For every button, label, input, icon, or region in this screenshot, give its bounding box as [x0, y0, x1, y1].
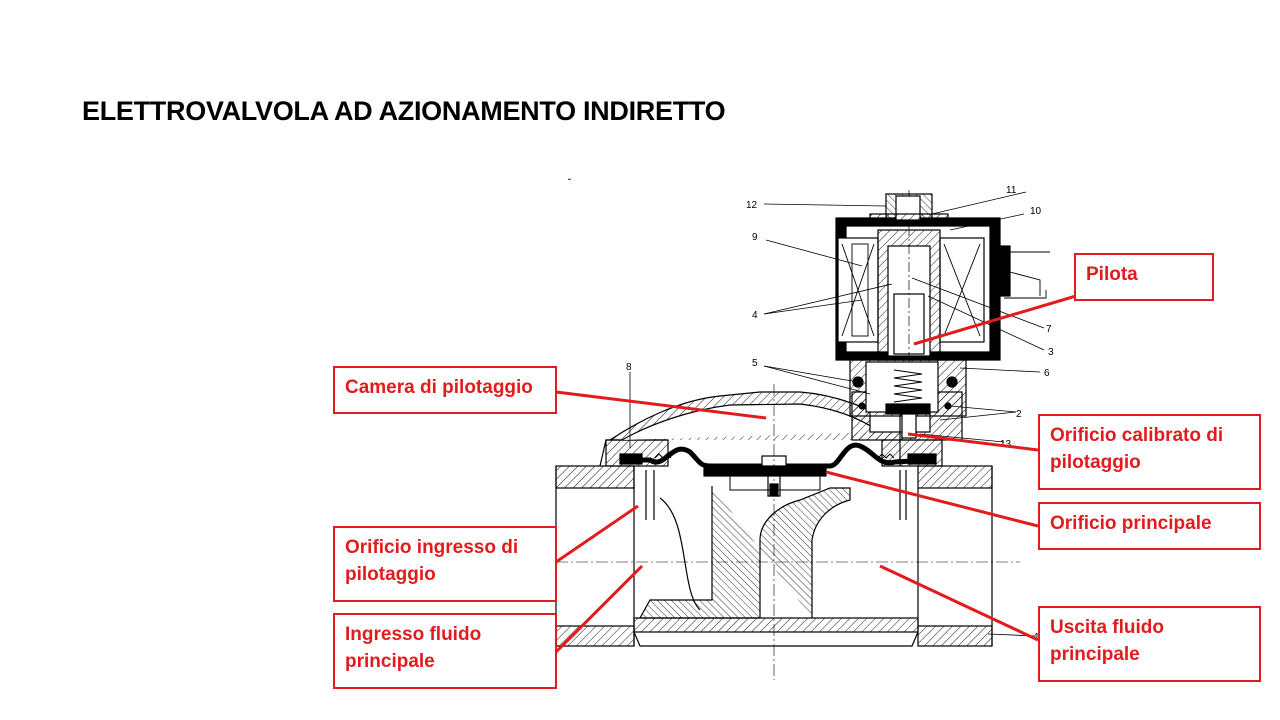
part-number-2: 2	[1016, 409, 1022, 420]
callout-orificio-ingresso-line1: Orificio ingresso di	[345, 537, 519, 558]
callout-ingresso-fluido-line1: Ingresso fluido	[345, 624, 482, 645]
callout-uscita-fluido: Uscita fluido principale	[1038, 606, 1261, 682]
part-number-13: 13	[1000, 439, 1012, 450]
callout-uscita-fluido-line2: principale	[1050, 644, 1140, 665]
callout-orificio-calibrato: Orificio calibrato di pilotaggio	[1038, 414, 1261, 490]
callout-leaders	[554, 294, 1077, 654]
callout-camera-label: Camera di pilotaggio	[345, 377, 533, 398]
part-number-12: 12	[746, 200, 758, 211]
callout-orificio-principale: Orificio principale	[1038, 502, 1261, 550]
callout-orificio-principale-label: Orificio principale	[1050, 513, 1212, 534]
callout-camera-di-pilotaggio: Camera di pilotaggio	[333, 366, 557, 414]
callout-orificio-calibrato-line2: pilotaggio	[1050, 452, 1141, 473]
callout-ingresso-fluido: Ingresso fluido principale	[333, 613, 557, 689]
callout-orificio-ingresso-line2: pilotaggio	[345, 564, 436, 585]
callout-ingresso-fluido-line2: principale	[345, 651, 435, 672]
part-number-9: 9	[752, 232, 758, 243]
callout-pilota: Pilota	[1074, 253, 1214, 301]
part-number-7: 7	[1046, 324, 1052, 335]
part-number-6: 6	[1044, 368, 1050, 379]
part-number-10: 10	[1030, 206, 1042, 217]
part-number-1: 1	[1034, 632, 1040, 643]
part-number-8: 8	[626, 362, 632, 373]
part-number-3: 3	[1048, 347, 1054, 358]
diagram-mark: ˘	[567, 178, 572, 189]
part-number-4: 4	[752, 310, 758, 321]
callout-pilota-label: Pilota	[1086, 264, 1138, 285]
callout-uscita-fluido-line1: Uscita fluido	[1050, 617, 1165, 638]
part-number-5: 5	[752, 358, 758, 369]
slide-title: ELETTROVALVOLA AD AZIONAMENTO INDIRETTO	[82, 96, 726, 126]
callout-orificio-ingresso: Orificio ingresso di pilotaggio	[333, 526, 557, 602]
center-lines	[536, 384, 1020, 680]
callout-orificio-calibrato-line1: Orificio calibrato di	[1050, 425, 1224, 446]
solenoid-coil	[835, 190, 1050, 439]
part-number-11: 11	[1006, 185, 1017, 196]
